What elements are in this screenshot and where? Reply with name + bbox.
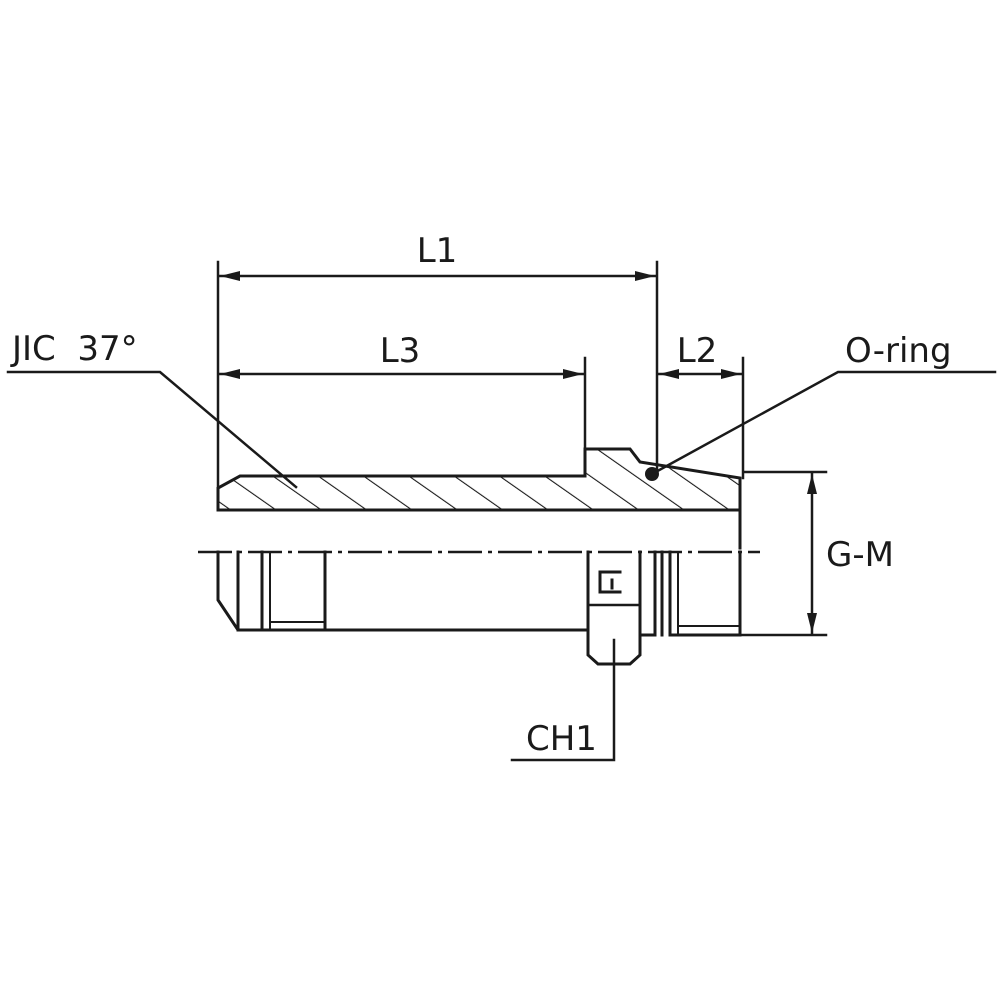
- label-l1: L1: [417, 231, 458, 271]
- jic-cone: [216, 550, 264, 632]
- jic-thread: [260, 550, 327, 632]
- label-jic: JIC 37°: [10, 329, 138, 369]
- exterior-half: [216, 550, 742, 666]
- jic-leader: [6, 370, 298, 489]
- label-oring: O-ring: [845, 331, 952, 371]
- leaders: [6, 370, 997, 762]
- dimensions: [216, 260, 828, 637]
- metric-thread: [668, 550, 742, 637]
- label-l3: L3: [380, 331, 421, 371]
- section-wall: [216, 447, 742, 550]
- ch1-leader: [510, 638, 616, 762]
- hex-symbol: [598, 570, 622, 594]
- undercut: [638, 550, 657, 637]
- hatch-fill: [218, 449, 740, 510]
- label-l2: L2: [677, 331, 718, 371]
- label-ch1: CH1: [526, 719, 597, 759]
- label-gm: G-M: [826, 535, 894, 575]
- oring-leader: [650, 370, 997, 476]
- section-outline: [216, 447, 742, 512]
